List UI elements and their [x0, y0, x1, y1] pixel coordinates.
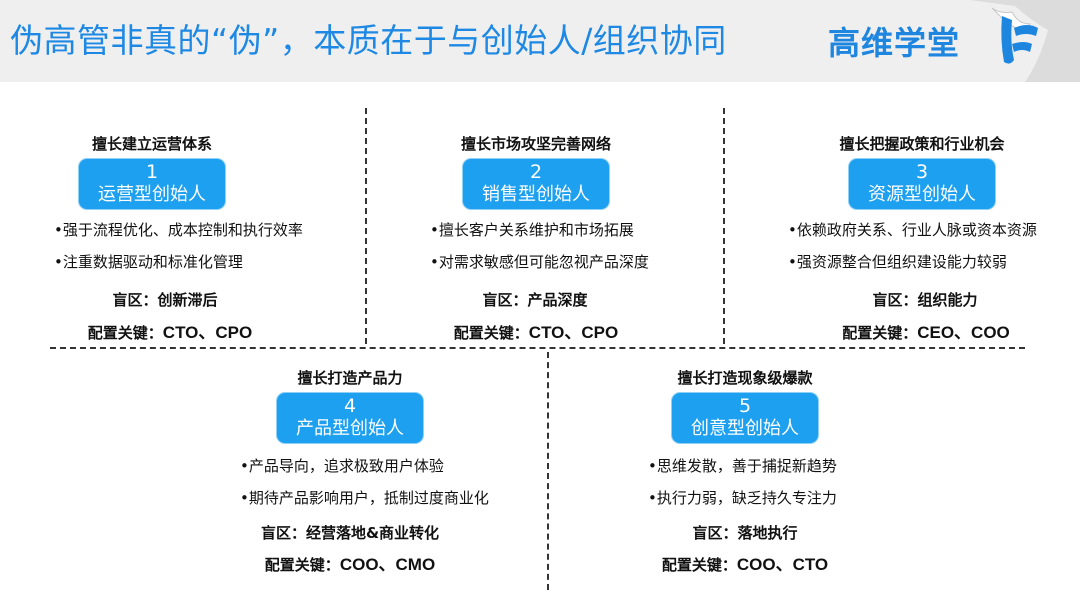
badge-number: 4	[343, 395, 357, 417]
founder-card-product: 擅长打造产品力 4 产品型创始人	[200, 367, 500, 443]
config-key: 配置关键：COO、CTO	[595, 550, 895, 575]
config-key-value: COO、CMO	[339, 555, 436, 574]
card-bullet: •依赖政府关系、行业人脉或资本资源	[788, 221, 1037, 239]
founder-type-badge: 5 创意型创始人	[672, 393, 818, 443]
founder-type-badge: 1 运营型创始人	[79, 159, 225, 209]
config-key: 配置关键：CEO、COO	[776, 318, 1076, 343]
card-bullet: •擅长客户关系维护和市场拓展	[430, 221, 634, 239]
badge-label: 运营型创始人	[98, 184, 206, 205]
badge-number: 3	[915, 161, 929, 183]
blind-spot: 盲区：落地执行	[692, 524, 798, 542]
config-key-value: CTO、CPO	[162, 323, 253, 342]
config-key-value: COO、CTO	[736, 555, 829, 574]
card-bullet: •强资源整合但组织建设能力较弱	[788, 253, 1007, 271]
card-bullet: •期待产品影响用户，抵制过度商业化	[240, 489, 489, 507]
card-headline: 擅长把握政策和行业机会	[839, 135, 1005, 153]
founder-card-operation: 擅长建立运营体系 1 运营型创始人	[2, 133, 302, 209]
divider-vertical-2	[723, 108, 725, 344]
card-bullet: •思维发散，善于捕捉新趋势	[648, 457, 837, 475]
divider-horizontal	[50, 347, 1025, 349]
config-key-label: 配置关键：	[453, 324, 529, 342]
blind-spot: 盲区：产品深度	[482, 291, 588, 309]
badge-label: 产品型创始人	[296, 418, 404, 439]
divider-vertical-3	[547, 352, 549, 590]
card-headline: 擅长市场攻坚完善网络	[460, 135, 611, 153]
config-key: 配置关键：COO、CMO	[200, 550, 500, 575]
badge-number: 2	[529, 161, 543, 183]
founder-type-badge: 2 销售型创始人	[463, 159, 609, 209]
blind-spot: 盲区：经营落地&商业转化	[260, 524, 440, 542]
header-bar: 伪高管非真的“伪”，本质在于与创始人/组织协同 高维学堂	[0, 0, 1080, 82]
card-bullet: •产品导向，追求极致用户体验	[240, 457, 444, 475]
config-key: 配置关键：CTO、CPO	[20, 318, 320, 343]
founder-card-creative: 擅长打造现象级爆款 5 创意型创始人	[595, 367, 895, 443]
founder-type-badge: 3 资源型创始人	[849, 159, 995, 209]
brand-logo-text: 高维学堂	[828, 24, 961, 62]
card-headline: 擅长打造现象级爆款	[677, 369, 813, 387]
badge-label: 销售型创始人	[482, 184, 590, 205]
page-title: 伪高管非真的“伪”，本质在于与创始人/组织协同	[10, 21, 727, 60]
config-key: 配置关键：CTO、CPO	[386, 318, 686, 343]
badge-label: 创意型创始人	[691, 418, 799, 439]
config-key-value: CEO、COO	[917, 323, 1010, 342]
card-headline: 擅长打造产品力	[297, 369, 403, 387]
badge-number: 5	[738, 395, 752, 417]
divider-vertical-1	[365, 108, 367, 344]
config-key-label: 配置关键：	[842, 324, 918, 342]
config-key-label: 配置关键：	[264, 556, 340, 574]
blind-spot: 盲区：创新滞后	[112, 291, 218, 309]
card-bullet: •对需求敏感但可能忽视产品深度	[430, 253, 649, 271]
brand-logo-icon	[970, 0, 1080, 82]
founder-type-badge: 4 产品型创始人	[277, 393, 423, 443]
config-key-label: 配置关键：	[87, 324, 163, 342]
founder-card-sales: 擅长市场攻坚完善网络 2 销售型创始人	[386, 133, 686, 209]
card-bullet: •注重数据驱动和标准化管理	[54, 253, 243, 271]
blind-spot: 盲区：组织能力	[872, 291, 978, 309]
badge-number: 1	[145, 161, 159, 183]
card-bullet: •执行力弱，缺乏持久专注力	[648, 489, 837, 507]
founder-card-resource: 擅长把握政策和行业机会 3 资源型创始人	[772, 133, 1072, 209]
config-key-label: 配置关键：	[661, 556, 737, 574]
card-headline: 擅长建立运营体系	[91, 135, 212, 153]
config-key-value: CTO、CPO	[528, 323, 619, 342]
badge-label: 资源型创始人	[868, 184, 976, 205]
card-bullet: •强于流程优化、成本控制和执行效率	[54, 221, 303, 239]
